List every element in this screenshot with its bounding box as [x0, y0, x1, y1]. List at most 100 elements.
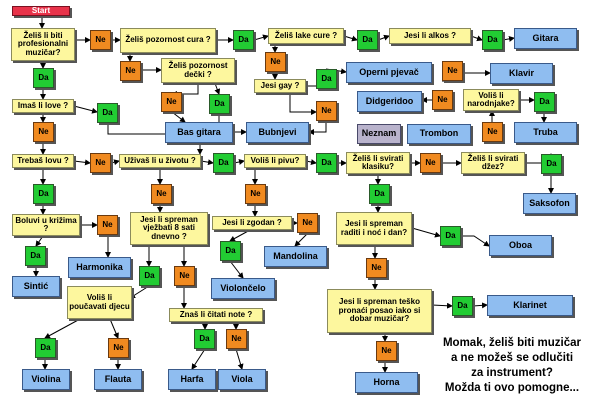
connector-arrow [502, 35, 515, 42]
no-box: Ne [226, 329, 247, 349]
answer-oboa: Oboa [489, 235, 552, 256]
connector-arrow [431, 302, 453, 309]
no-box: Ne [90, 153, 111, 173]
no-box: Ne [174, 266, 195, 286]
question-narodnjake: Voliš li narodnjake? [463, 89, 519, 111]
caption-line: za instrument? [471, 366, 553, 379]
no-box: Ne [108, 338, 129, 358]
yes-box: Da [541, 154, 562, 174]
connector-arrow [73, 105, 98, 114]
answer-saksofon: Saksofon [523, 193, 576, 214]
question-dzez: Želiš li svirati džez? [461, 152, 525, 174]
no-box: Ne [420, 153, 441, 173]
answer-klavir: Klavir [490, 63, 553, 84]
connector-arrow [171, 111, 186, 123]
connector-arrow [289, 93, 317, 115]
yes-box: Da [213, 153, 234, 173]
answer-neznam: Neznam [357, 124, 401, 144]
connector-arrow [305, 159, 317, 165]
yes-box: Da [194, 329, 215, 349]
question-klasiku: Želiš li svirati klasiku? [346, 152, 410, 174]
yes-box: Da [316, 153, 337, 173]
answer-gitara: Gitara [514, 28, 577, 49]
answer-viola: Viola [218, 369, 266, 390]
connector-arrow [470, 35, 483, 42]
no-box: Ne [442, 61, 463, 81]
connector-arrow [73, 159, 91, 166]
yes-box: Da [220, 241, 241, 261]
answer-operni-pjevac: Operni pjevač [346, 62, 432, 83]
yes-box: Da [233, 30, 254, 50]
question-pozornost-cura: Želiš pozornost cura ? [120, 28, 216, 53]
answer-trombon: Trombon [407, 124, 471, 144]
answer-truba: Truba [514, 122, 577, 143]
no-box: Ne [265, 52, 286, 72]
yes-box: Da [33, 184, 54, 204]
connector-arrow [308, 121, 327, 135]
connector-arrow [229, 229, 251, 242]
answer-klarinet: Klarinet [487, 295, 573, 316]
no-box: Ne [297, 213, 318, 233]
connector-arrow [109, 318, 119, 339]
question-gay: Jesi gay ? [254, 79, 306, 93]
answer-bas-gitara: Bas gitara [165, 122, 233, 143]
connector-arrow [191, 348, 206, 370]
no-box: Ne [432, 90, 453, 110]
start-node: Start [12, 6, 70, 16]
question-uzivas: Uživaš li u životu ? [119, 154, 201, 168]
question-lake-cure: Želiš lake cure ? [268, 28, 344, 44]
yes-box: Da [97, 103, 118, 123]
connector-arrow [233, 159, 245, 165]
yes-box: Da [452, 296, 473, 316]
question-love: Imaš li love ? [12, 99, 74, 113]
answer-mandolina: Mandolina [264, 246, 327, 267]
answer-horna: Horna [355, 372, 418, 393]
connector-arrow [294, 232, 309, 247]
connector-arrow [472, 302, 488, 309]
question-alkos: Jesi li alkos ? [389, 28, 471, 44]
yes-box: Da [534, 92, 555, 112]
answer-flauta: Flauta [94, 369, 142, 390]
connector-arrow [377, 34, 390, 41]
yes-box: Da [209, 94, 230, 114]
yes-box: Da [357, 30, 378, 50]
answer-didgeridoo: Didgeridoo [357, 91, 422, 112]
yes-box: Da [25, 246, 46, 266]
yes-box: Da [482, 30, 503, 50]
no-box: Ne [90, 30, 111, 50]
no-box: Ne [366, 258, 387, 278]
no-box: Ne [161, 92, 182, 112]
connector-arrow [461, 235, 490, 247]
connector-arrow [253, 34, 269, 41]
connector-arrow [107, 123, 203, 155]
question-zgodan: Jesi li zgodan ? [212, 216, 292, 230]
connector-arrow [44, 318, 81, 339]
yes-box: Da [369, 184, 390, 204]
answer-bubnjevi: Bubnjevi [246, 122, 309, 143]
connector-arrow [200, 159, 214, 166]
yes-box: Da [316, 69, 337, 89]
caption-line: Momak, želiš biti muzičar [442, 337, 582, 349]
connector-arrow [411, 227, 441, 238]
no-box: Ne [33, 122, 54, 142]
question-note: Znaš li čitati note ? [169, 308, 263, 322]
answer-harmonika: Harmonika [68, 257, 131, 278]
answer-violoncelo: Violončelo [211, 278, 275, 299]
question-pivu: Voliš li pivu? [244, 154, 306, 168]
no-box: Ne [376, 341, 397, 361]
question-tesko: Jesi li spreman teško pronaći posao iako… [327, 289, 432, 333]
no-box: Ne [97, 215, 118, 235]
yes-box: Da [440, 226, 461, 246]
question-lovu: Trebaš lovu ? [12, 154, 74, 168]
question-pozornost-decki: Želiš pozornost dečki ? [161, 58, 235, 83]
connector-arrow [343, 35, 358, 42]
question-raditi: Jesi li spreman raditi i noć i dan? [336, 212, 412, 245]
no-box: Ne [245, 184, 266, 204]
question-poucavati: Voliš li poučavati djecu [67, 286, 132, 319]
yes-box: Da [35, 338, 56, 358]
caption-line: Možda ti ovo pomogne... [444, 381, 580, 394]
connector-arrow [129, 285, 150, 299]
no-box: Ne [120, 61, 141, 81]
yes-box: Da [33, 68, 54, 88]
connector-arrow [35, 235, 44, 247]
